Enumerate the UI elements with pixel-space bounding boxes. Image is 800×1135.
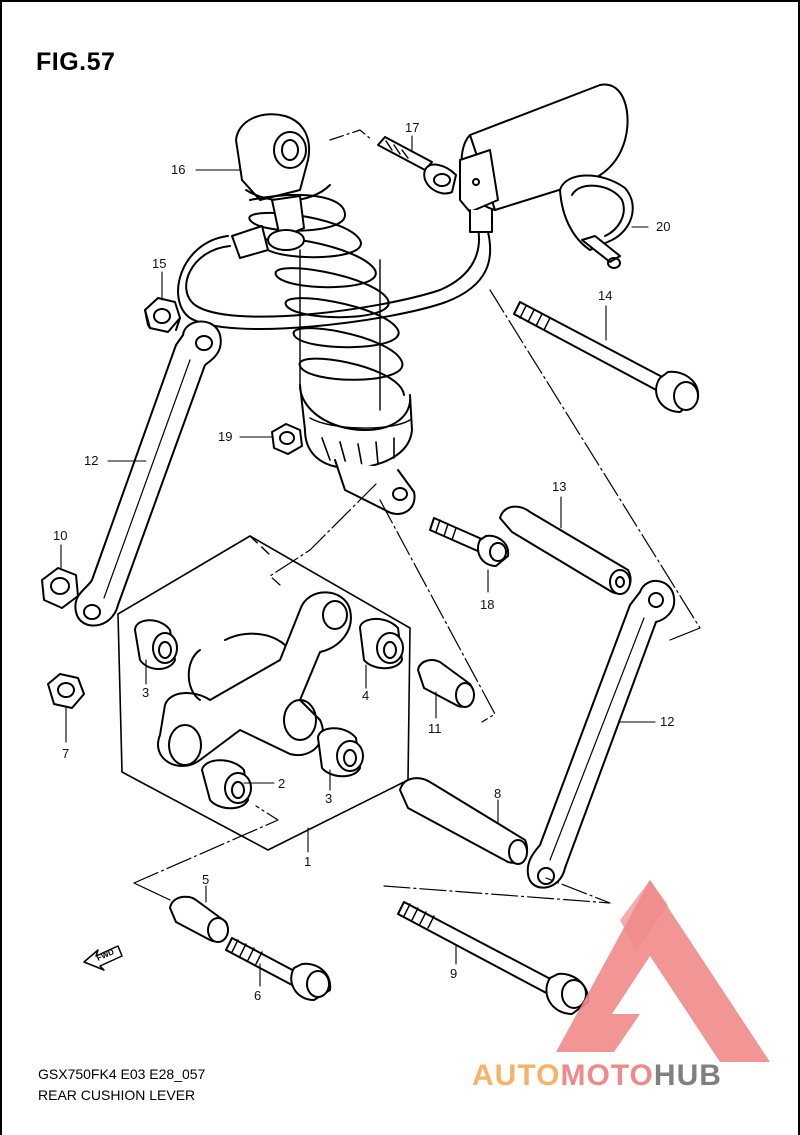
callout-10: 10	[53, 528, 67, 543]
callout-labels: 16 17 20 15 14 12 19 13 10 18 12 3 4 11 …	[53, 120, 674, 1003]
spacer-13	[499, 505, 632, 595]
spacer-11	[417, 659, 475, 708]
callout-18: 18	[480, 597, 494, 612]
nut-7	[47, 673, 85, 709]
callout-9: 9	[450, 966, 457, 981]
callout-12-left: 12	[84, 453, 98, 468]
bolt-18	[429, 517, 510, 567]
spacer-5	[169, 895, 229, 943]
automotohub-logo: AUTOMOTOHUB	[472, 880, 770, 1092]
cushion-lever-assembly	[117, 535, 411, 851]
callout-11: 11	[428, 721, 442, 736]
bolt-6	[225, 937, 332, 1001]
nut-15	[144, 297, 181, 333]
model-code: GSX750FK4 E03 E28_057	[38, 1066, 206, 1082]
leader-lines	[60, 135, 656, 987]
callout-8: 8	[494, 786, 501, 801]
callout-12-right: 12	[660, 714, 674, 729]
rod-12-left	[74, 320, 222, 627]
nut-10	[41, 567, 79, 609]
callout-5: 5	[202, 872, 209, 887]
automotohub-wordmark: AUTOMOTOHUB	[472, 1059, 722, 1092]
bolt-14	[513, 301, 700, 413]
bushing-2	[201, 759, 252, 810]
callout-14: 14	[598, 288, 612, 303]
callout-2: 2	[278, 776, 285, 791]
bolt-17	[377, 136, 457, 195]
callout-15: 15	[152, 256, 166, 271]
callout-19: 19	[218, 429, 232, 444]
callout-13: 13	[552, 479, 566, 494]
shock-absorber	[177, 83, 629, 515]
callout-6: 6	[254, 988, 261, 1003]
nut-19	[271, 423, 303, 455]
callout-3-left: 3	[142, 685, 149, 700]
assembly-lines	[133, 129, 701, 904]
diagram-caption: REAR CUSHION LEVER	[38, 1087, 196, 1103]
fwd-arrow-icon	[83, 945, 123, 971]
rod-12-right	[526, 579, 676, 889]
clamp-20	[559, 174, 634, 269]
bushing-3-right	[317, 727, 364, 778]
bushing-3-left	[134, 619, 178, 670]
callout-3-right: 3	[325, 791, 332, 806]
callout-20: 20	[656, 219, 670, 234]
figure-title: FIG.57	[36, 48, 116, 76]
spacer-8	[399, 777, 528, 865]
callout-7: 7	[62, 746, 69, 761]
bushing-4	[359, 618, 404, 670]
callout-4: 4	[362, 688, 369, 703]
callout-16: 16	[171, 162, 185, 177]
callout-1: 1	[304, 854, 311, 869]
callout-17: 17	[405, 120, 419, 135]
bolt-9	[397, 901, 590, 1015]
